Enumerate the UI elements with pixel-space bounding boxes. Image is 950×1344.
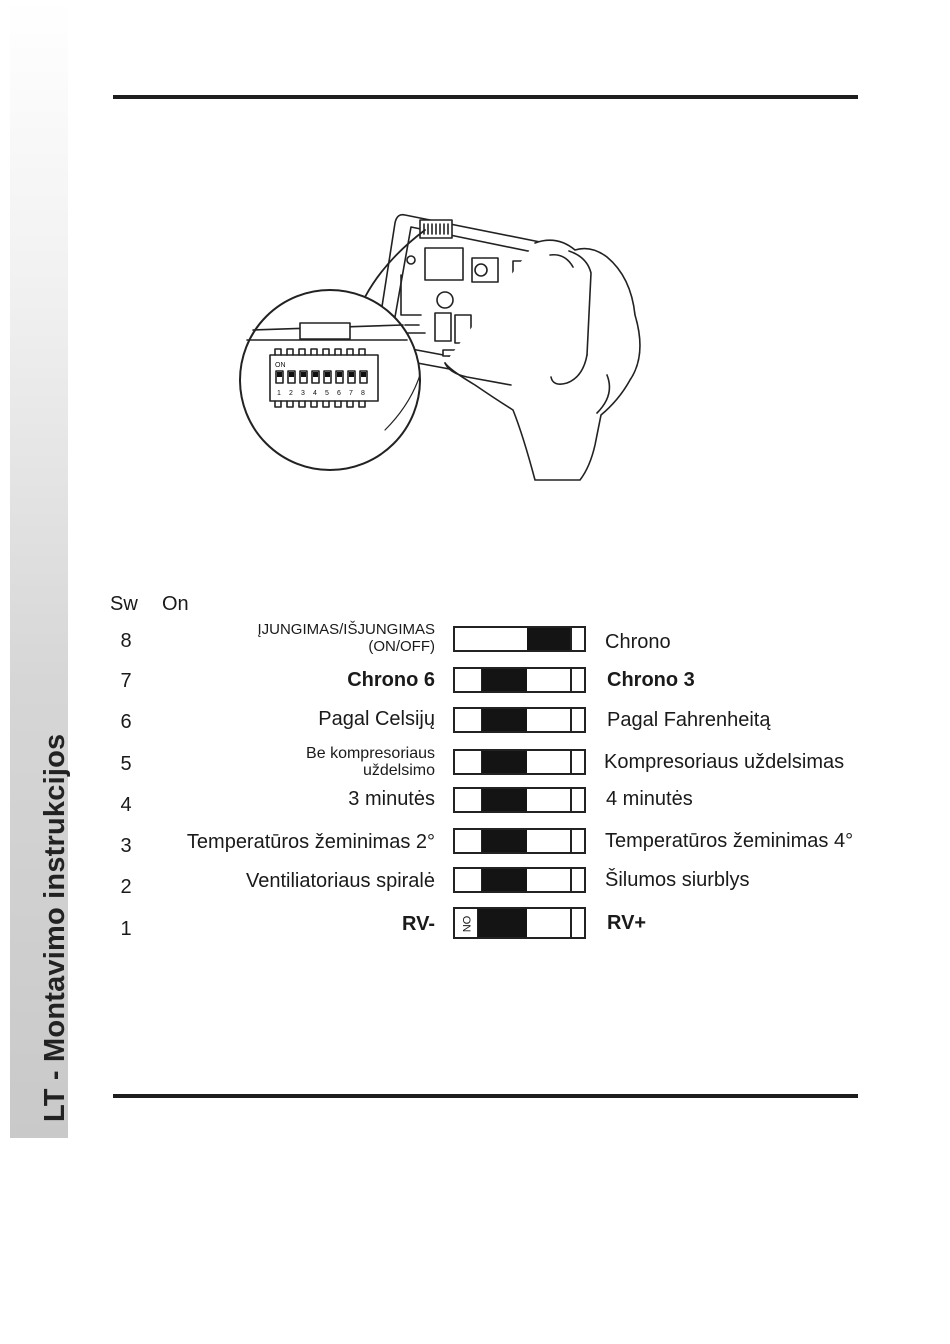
dip-switch-1: ON (453, 907, 586, 939)
header-on: On (162, 593, 189, 615)
switch-lever (482, 869, 527, 891)
svg-text:7: 7 (349, 390, 353, 397)
right-label: Šilumos siurblys (605, 869, 750, 891)
switch-lever (478, 909, 527, 937)
left-label: RV- (402, 913, 435, 935)
dip-switch-6 (453, 707, 586, 733)
right-label: 4 minutės (606, 788, 693, 810)
right-label: RV+ (607, 912, 647, 934)
switch-lever (482, 789, 527, 811)
switch-number: 6 (120, 711, 132, 733)
switch-number: 2 (120, 876, 132, 898)
switch-number: 1 (120, 918, 132, 940)
svg-text:8: 8 (361, 390, 365, 397)
sidebar-title: LT - Montavimo instrukcijos (39, 733, 71, 1122)
left-label: Pagal Celsijų (318, 708, 435, 730)
left-label: Temperatūros žeminimas 2° (186, 831, 435, 853)
side-tab (10, 0, 68, 1138)
switch-lever (527, 628, 571, 650)
on-mark: ON (460, 915, 472, 933)
svg-text:3: 3 (301, 390, 305, 397)
left-label: 3 minutės (348, 788, 435, 810)
svg-text:2: 2 (289, 390, 293, 397)
dip-on-label: ON (275, 362, 286, 369)
left-label: ĮJUNGIMAS/IŠJUNGIMAS(ON/OFF) (257, 621, 435, 655)
switch-lever (482, 830, 527, 852)
right-label: Kompresoriaus uždelsimas (604, 751, 845, 773)
right-label: Temperatūros žeminimas 4° (605, 830, 854, 852)
dip-switch-7 (453, 667, 586, 693)
switch-lever (482, 709, 527, 731)
bottom-rule (113, 1094, 858, 1098)
left-label: Chrono 6 (347, 669, 435, 691)
top-rule (113, 95, 858, 99)
header-sw: Sw (110, 593, 138, 615)
dip-switch-3 (453, 828, 586, 854)
left-label: Ventiliatoriaus spiralė (246, 870, 435, 892)
switch-number: 5 (120, 753, 132, 775)
switch-number: 4 (120, 794, 132, 816)
switch-number: 3 (120, 835, 132, 857)
right-label: Chrono (605, 631, 671, 653)
switch-lever (482, 751, 527, 773)
switch-lever (482, 669, 527, 691)
dip-switch-5 (453, 749, 586, 775)
svg-text:6: 6 (337, 390, 341, 397)
right-label: Pagal Fahrenheitą (607, 709, 771, 731)
dip-switch-8 (453, 626, 586, 652)
switch-number: 8 (120, 630, 132, 652)
svg-text:1: 1 (277, 390, 281, 397)
thermostat-illustration: ON 1 2 3 4 5 6 7 8 (239, 213, 641, 481)
right-label: Chrono 3 (607, 669, 695, 691)
switch-number: 7 (120, 670, 132, 692)
dip-switch-4 (453, 787, 586, 813)
svg-text:4: 4 (313, 390, 317, 397)
svg-text:5: 5 (325, 390, 329, 397)
dip-switch-2 (453, 867, 586, 893)
